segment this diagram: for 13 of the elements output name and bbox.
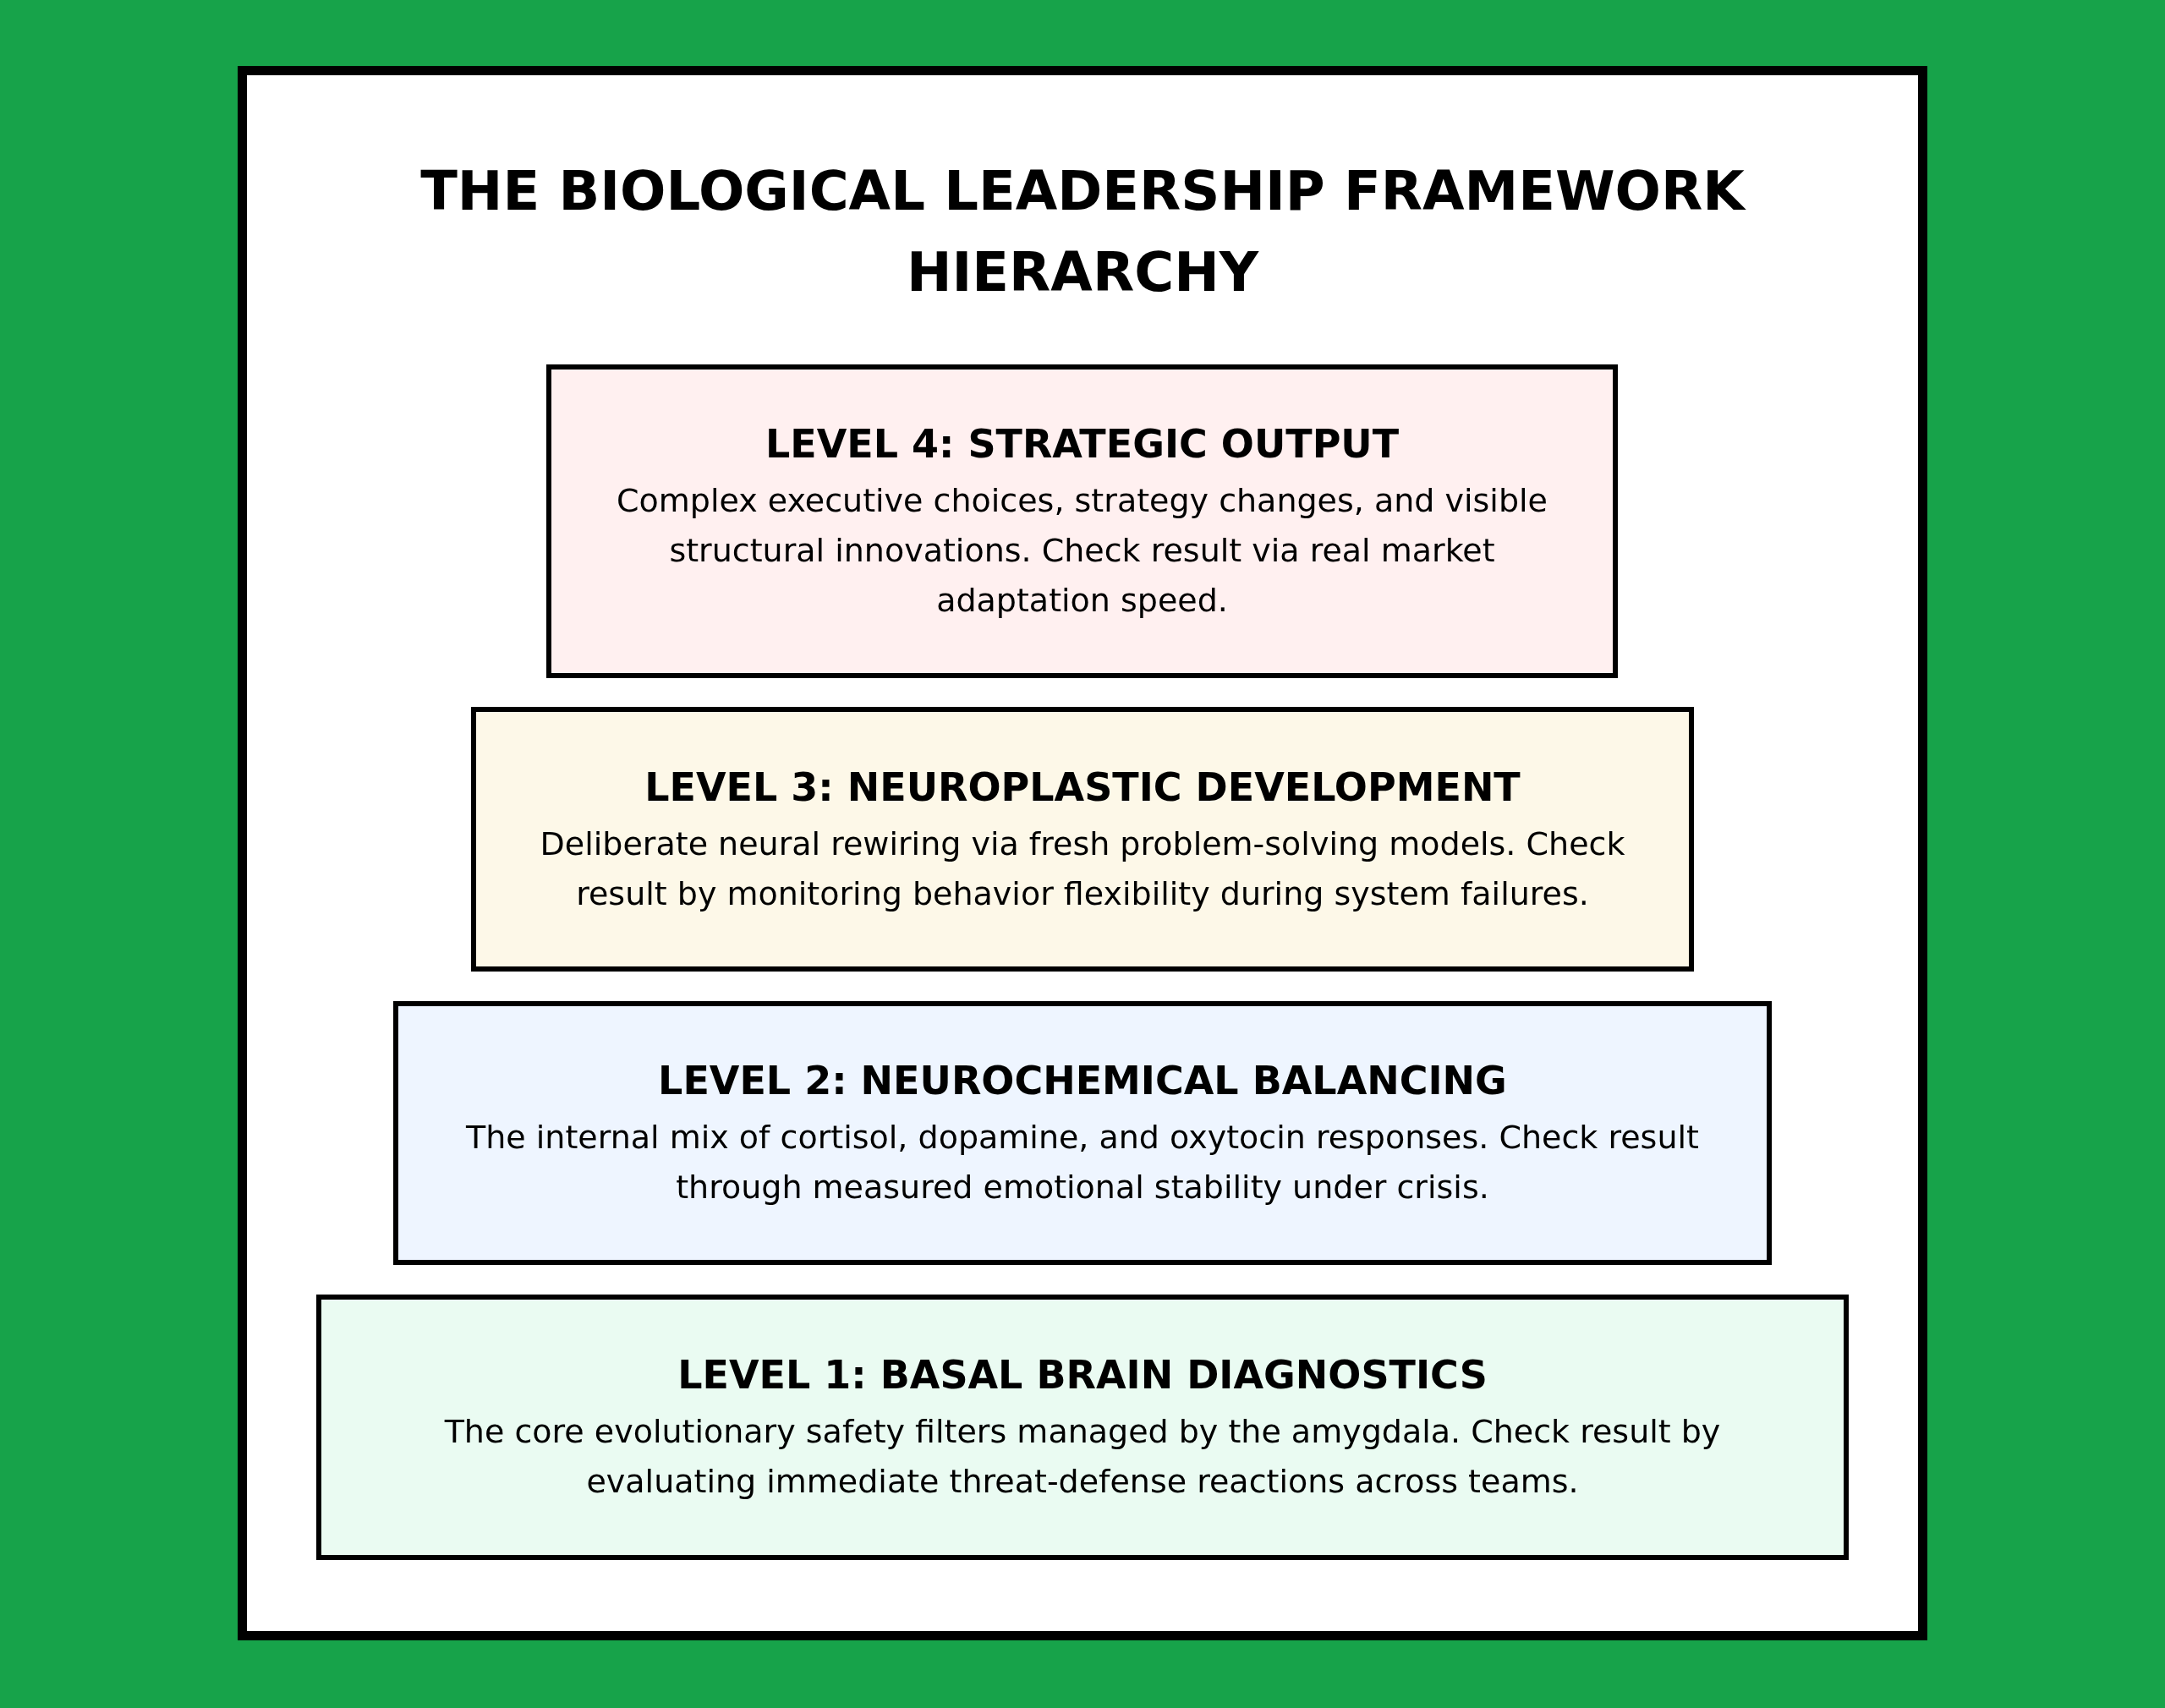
level-box — [393, 1001, 1772, 1265]
level-box — [316, 1295, 1849, 1560]
level-description: The internal mix of cortisol, dopamine, and oxytocin responses. Check result through measured emotional stability under crisis. — [465, 1118, 1700, 1207]
level-heading: LEVEL 2: NEUROCHEMICAL BALANCING — [658, 1057, 1507, 1105]
level-box — [471, 707, 1694, 972]
level-box — [546, 364, 1618, 678]
level-heading: LEVEL 1: BASAL BRAIN DIAGNOSTICS — [677, 1351, 1488, 1399]
level-heading: LEVEL 3: NEUROPLASTIC DEVELOPMENT — [644, 763, 1521, 812]
level-description: Complex executive choices, strategy changes, and visible structural innovations. Check result via real market adaptation speed. — [616, 481, 1548, 621]
diagram-title: THE BIOLOGICAL LEADERSHIP FRAMEWORK HIERARCHY — [419, 159, 1747, 305]
level-heading: LEVEL 4: STRATEGIC OUTPUT — [765, 420, 1400, 468]
level-description: Deliberate neural rewiring via fresh problem-solving models. Check result by monitoring behavior flexibility during system failures. — [539, 824, 1626, 914]
level-description: The core evolutionary safety filters managed by the amygdala. Check result by evaluating immediate threat-defense reactions across teams. — [443, 1412, 1722, 1502]
